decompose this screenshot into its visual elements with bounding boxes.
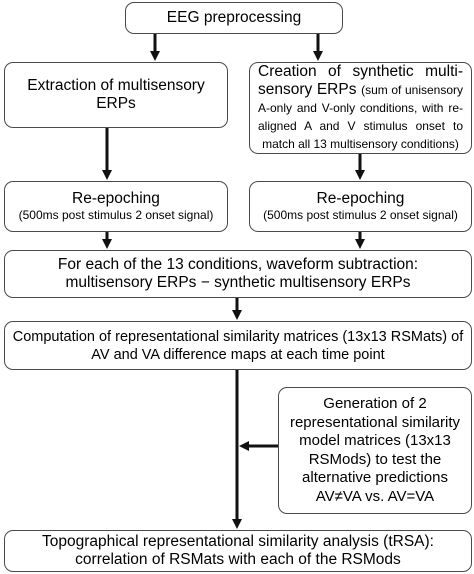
- subtraction-line-2: multisensory ERPs − synthetic multisenso…: [65, 274, 411, 291]
- rsmods-line-1: Generation of 2: [323, 395, 427, 412]
- trsa-line-1: Topographical representational similarit…: [42, 533, 434, 550]
- reepoching-right-detail: (500ms post stimulus 2 onset signal): [263, 208, 458, 222]
- rsmats-computation-box: Computation of representational similari…: [4, 321, 472, 370]
- synthetic-erps-box: Creation of synthetic multi- sensory ERP…: [249, 62, 472, 154]
- extraction-line-1: Extraction of multisensory: [27, 77, 205, 94]
- synthetic-detail: (sum of unisensory A-only and V-only con…: [258, 83, 463, 151]
- rsmods-generation-box: Generation of 2 representational similar…: [278, 387, 472, 514]
- trsa-line-2: correlation of RSMats with each of the R…: [75, 551, 401, 568]
- reepoching-right-box: Re-epoching (500ms post stimulus 2 onset…: [249, 181, 472, 232]
- rsmats-line-1: Computation of representational similari…: [12, 328, 464, 345]
- subtraction-line-1: For each of the 13 conditions, waveform …: [57, 256, 419, 273]
- reepoching-left-title: Re-epoching: [72, 190, 160, 207]
- eeg-preprocessing-label: EEG preprocessing: [166, 9, 302, 26]
- rsmods-line-5: alternative predictions: [302, 469, 448, 486]
- rsmods-line-6: AV≠VA vs. AV=VA: [315, 487, 435, 505]
- synthetic-line-1: Creation of synthetic multi-: [258, 63, 463, 80]
- reepoching-right-title: Re-epoching: [316, 190, 405, 207]
- rsmods-line-2: representational similarity: [289, 413, 461, 431]
- rsmods-line-3: model matrices (13x13: [299, 432, 451, 449]
- reepoching-left-detail: (500ms post stimulus 2 onset signal): [18, 208, 214, 222]
- rsmods-line-4: RSMods) to test the: [308, 450, 442, 468]
- extraction-line-2: ERPs: [96, 95, 136, 112]
- reepoching-left-box: Re-epoching (500ms post stimulus 2 onset…: [4, 181, 228, 232]
- synthetic-line-2: sensory ERPs: [258, 81, 357, 98]
- synthetic-erps-text: Creation of synthetic multi- sensory ERP…: [250, 63, 471, 153]
- waveform-subtraction-box: For each of the 13 conditions, waveform …: [4, 250, 472, 298]
- extraction-box: Extraction of multisensory ERPs: [4, 62, 228, 128]
- rsmats-line-2: AV and VA difference maps at each time p…: [91, 346, 385, 363]
- eeg-preprocessing-box: EEG preprocessing: [125, 2, 343, 34]
- trsa-box: Topographical representational similarit…: [4, 530, 472, 572]
